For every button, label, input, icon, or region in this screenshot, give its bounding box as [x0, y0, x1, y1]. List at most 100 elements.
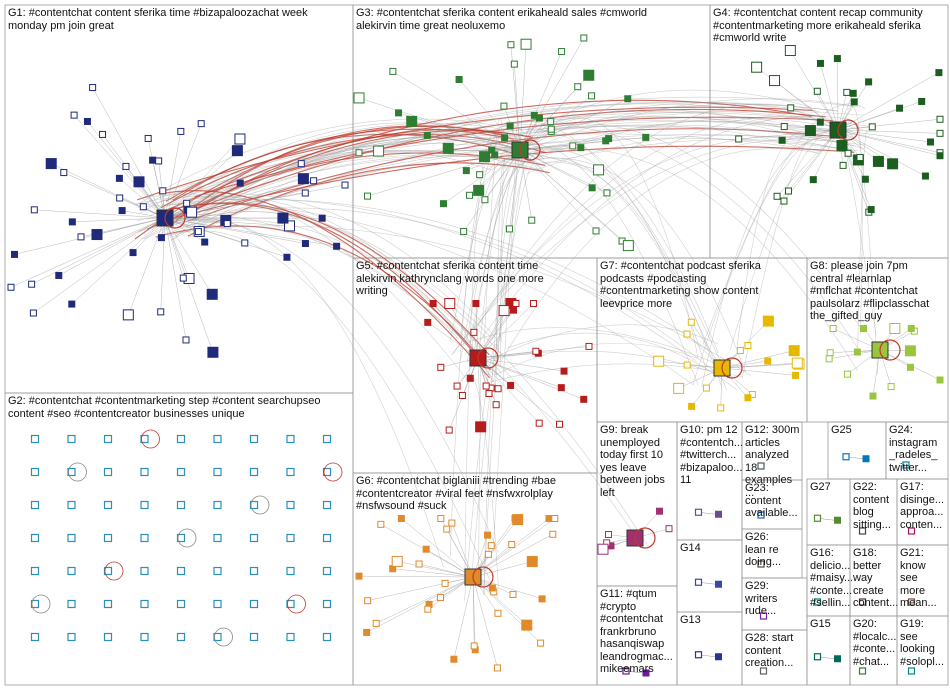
node: [751, 61, 763, 73]
node: [186, 206, 198, 218]
node: [115, 174, 123, 182]
node: [159, 187, 167, 195]
node: [736, 347, 744, 355]
edge: [58, 217, 166, 276]
inter-group-edge: [506, 332, 737, 391]
node: [481, 196, 489, 204]
edge: [164, 150, 238, 219]
self-loop: [250, 495, 270, 515]
node: [498, 305, 510, 317]
node: [424, 318, 432, 326]
node: [30, 599, 40, 609]
node: [603, 189, 611, 197]
node: [429, 300, 437, 307]
node: [702, 384, 710, 392]
group-label-g10: G10: pm 12 #contentch... #twitterch... #…: [680, 424, 743, 486]
edge: [519, 149, 593, 189]
inter-group-edge: [190, 136, 529, 228]
node: [580, 395, 588, 403]
node: [67, 566, 76, 576]
node: [887, 383, 895, 391]
node: [485, 389, 493, 397]
edge: [472, 576, 543, 600]
inter-group-edge: [544, 102, 850, 128]
group-label-g12: G12: 300m articles analyzed 18 examples …: [745, 424, 800, 499]
node: [194, 228, 202, 236]
inter-group-edge: [471, 115, 831, 334]
node: [665, 525, 673, 533]
inter-group-edge: [173, 151, 492, 240]
node: [177, 127, 185, 135]
node: [322, 599, 332, 609]
node: [30, 533, 40, 543]
node: [286, 467, 295, 477]
node: [528, 216, 536, 224]
edge: [451, 522, 474, 578]
node: [501, 134, 509, 142]
inter-group-edge: [483, 154, 544, 595]
edge: [837, 129, 941, 134]
node: [140, 467, 149, 477]
edge: [31, 217, 166, 285]
node: [813, 598, 822, 606]
node: [715, 653, 722, 661]
inter-group-edge: [147, 193, 497, 339]
group-box-g25: [827, 421, 887, 480]
node: [538, 595, 546, 603]
node: [466, 191, 474, 199]
node: [442, 142, 454, 154]
self-loop: [164, 207, 186, 229]
node: [103, 467, 113, 477]
node: [856, 154, 864, 162]
group-label-g5: G5: #contentchat sferika content time al…: [356, 260, 544, 297]
node: [482, 382, 490, 390]
node: [694, 578, 703, 586]
node: [935, 69, 943, 77]
inter-group-edge: [517, 118, 852, 166]
group-box-g1: [4, 4, 354, 394]
node: [535, 114, 543, 122]
self-loop: [634, 527, 656, 549]
node: [560, 367, 568, 375]
edge: [427, 135, 521, 151]
node: [213, 566, 222, 576]
inter-group-edge: [154, 127, 527, 220]
node: [918, 97, 926, 105]
inter-group-edge: [485, 324, 719, 362]
node: [778, 136, 786, 144]
node: [836, 140, 848, 152]
node: [574, 83, 582, 91]
node: [67, 632, 76, 642]
edge: [837, 58, 839, 131]
edge: [164, 217, 288, 258]
inter-group-edge: [511, 126, 821, 143]
self-loop: [837, 119, 859, 141]
inter-group-edge: [160, 133, 547, 209]
node: [437, 594, 445, 602]
inter-group-edge: [460, 160, 543, 362]
edge: [519, 95, 592, 151]
group-label-g13: G13: [680, 614, 701, 626]
edge: [164, 217, 226, 221]
inter-group-edge: [471, 103, 817, 336]
edge: [837, 129, 941, 153]
self-loop: [477, 347, 499, 369]
inter-group-edge: [496, 163, 506, 349]
group-label-g7: G7: #contentchat podcast sferika podcast…: [600, 260, 761, 310]
inter-group-edge: [188, 128, 830, 222]
edge: [519, 44, 527, 151]
node: [355, 572, 363, 580]
edge: [164, 217, 228, 224]
inter-group-edge: [174, 211, 492, 378]
node: [694, 651, 703, 659]
node: [597, 543, 609, 555]
inter-group-edge: [473, 116, 851, 349]
node: [547, 118, 555, 126]
node: [450, 655, 458, 663]
group-box-g29: [741, 577, 808, 631]
node: [310, 177, 318, 185]
inter-group-edge: [490, 363, 743, 383]
node: [622, 240, 634, 252]
